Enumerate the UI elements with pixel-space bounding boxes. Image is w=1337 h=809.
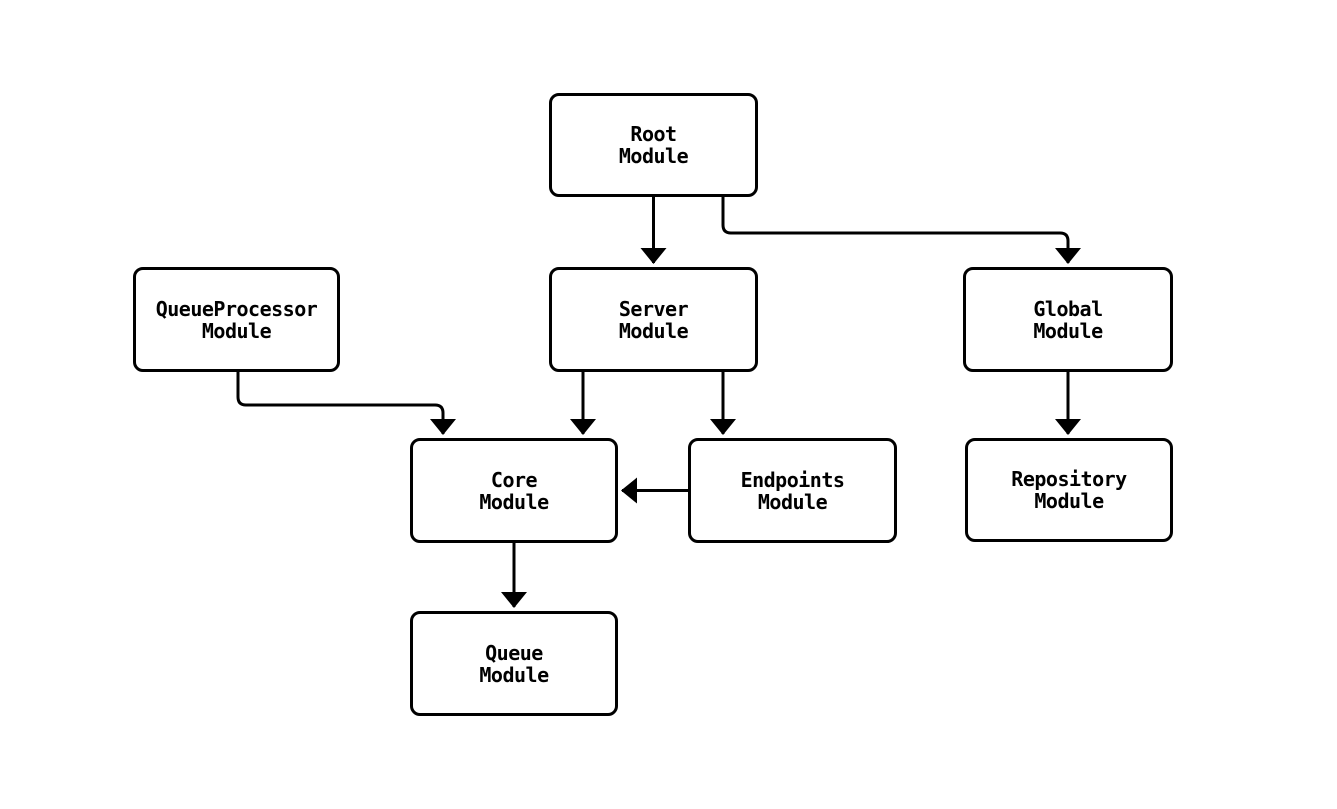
node-queueprocessor-module: QueueProcessor Module (133, 267, 340, 372)
node-server-module-label: Server Module (618, 296, 689, 343)
node-queue-module: Queue Module (410, 611, 618, 716)
node-root-module-label: Root Module (618, 122, 689, 168)
node-core-module-label: Core Module (479, 467, 549, 514)
node-endpoints-module-label: Endpoints Module (740, 467, 845, 514)
edge-queueprocessor-to-core-arrow (236, 372, 456, 435)
node-server-module: Server Module (549, 267, 758, 372)
node-repository-module-label: Repository Module (1011, 467, 1127, 513)
node-endpoints-module: Endpoints Module (688, 438, 897, 543)
node-root-module: Root Module (549, 93, 758, 197)
node-global-module-label: Global Module (1033, 296, 1103, 343)
edge-root-to-global-arrow (721, 197, 1081, 264)
node-global-module: Global Module (963, 267, 1173, 372)
node-queue-module-label: Queue Module (479, 640, 549, 687)
node-core-module: Core Module (410, 438, 618, 543)
node-repository-module: Repository Module (965, 438, 1173, 542)
node-queueprocessor-module-label: QueueProcessor Module (155, 296, 318, 343)
